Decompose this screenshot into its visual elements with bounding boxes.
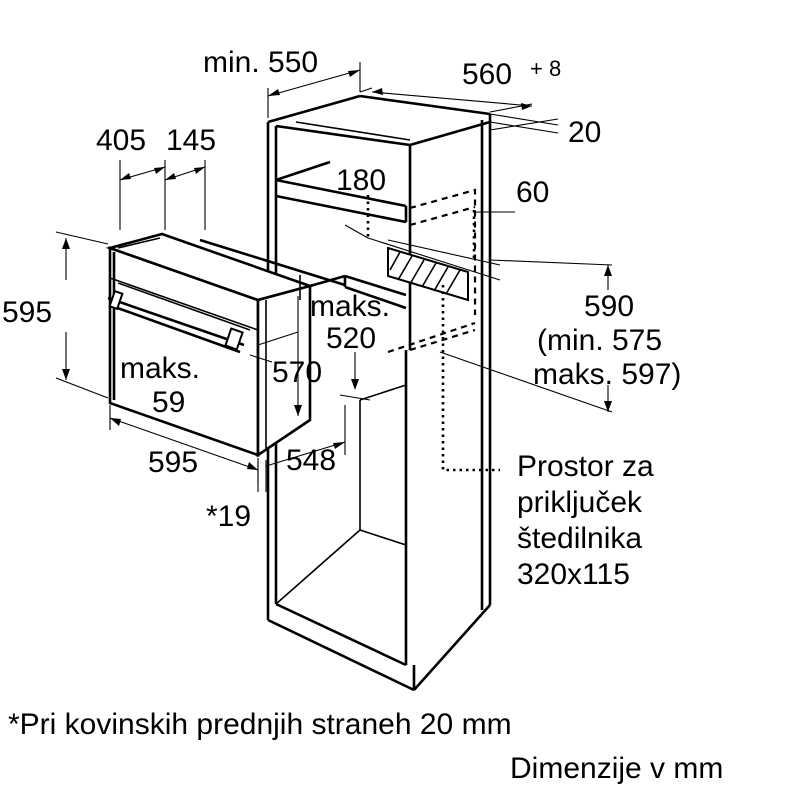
label-maks-520-line1: maks. xyxy=(310,290,390,323)
label-548: 548 xyxy=(286,444,336,477)
connection-label-line2: priključek xyxy=(517,486,643,519)
tall-cabinet xyxy=(266,94,500,692)
label-maks-597: maks. 597) xyxy=(533,358,681,391)
connection-label-line4: 320x115 xyxy=(517,558,630,591)
dimension-labels: min. 550 560 + 8 20 405 145 180 60 595 5… xyxy=(2,46,681,533)
label-20: 20 xyxy=(568,116,601,149)
label-570: 570 xyxy=(272,356,322,389)
label-60: 60 xyxy=(516,176,549,209)
label-180: 180 xyxy=(336,164,386,197)
label-maks-520-line2: 520 xyxy=(326,322,376,355)
label-590: 590 xyxy=(584,290,634,323)
units-note: Dimenzije v mm xyxy=(510,752,723,785)
label-maks-59-line1: maks. xyxy=(120,352,200,385)
connection-label-line1: Prostor za xyxy=(517,450,654,483)
oven xyxy=(105,232,346,458)
label-min-575: (min. 575 xyxy=(537,324,662,357)
connection-label-line3: štedilnika xyxy=(517,522,642,555)
label-145: 145 xyxy=(166,124,216,157)
label-595-width: 595 xyxy=(148,446,198,479)
connection-space-box xyxy=(387,246,469,302)
label-19: *19 xyxy=(206,500,251,533)
label-min-550: min. 550 xyxy=(203,46,318,79)
label-405: 405 xyxy=(96,124,146,157)
label-plus-8: + 8 xyxy=(530,56,561,81)
dimension-lines xyxy=(55,62,613,492)
connection-space-label: Prostor za priključek štedilnika 320x115 xyxy=(517,450,654,591)
label-595-height: 595 xyxy=(2,296,52,329)
label-560: 560 xyxy=(462,58,512,91)
label-maks-59-line2: 59 xyxy=(152,386,185,419)
footnote: *Pri kovinskih prednjih straneh 20 mm xyxy=(8,708,512,741)
